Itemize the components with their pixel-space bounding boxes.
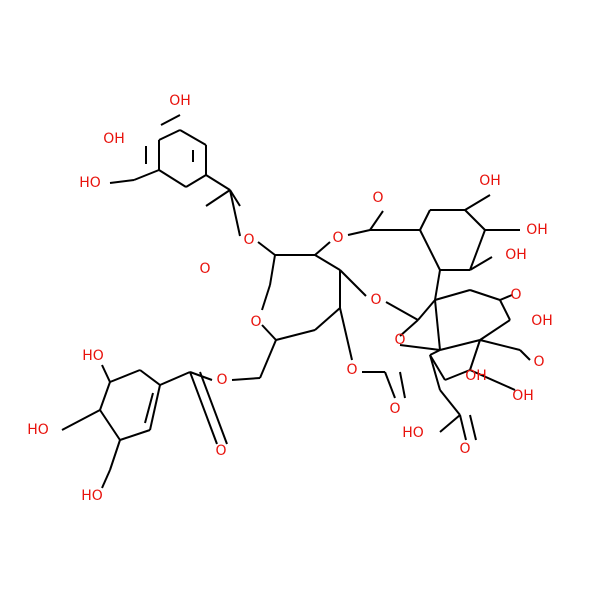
bond-line	[314, 241, 331, 256]
bond-line	[469, 339, 481, 371]
atom-label: O	[215, 443, 226, 459]
bond-line	[205, 189, 231, 207]
bond-line	[384, 371, 396, 399]
bond-line	[139, 369, 161, 386]
bond-line	[314, 307, 341, 331]
bond-line	[399, 319, 419, 337]
bond-line	[160, 114, 181, 126]
bond-line	[339, 307, 353, 361]
atom-label: O	[199, 261, 210, 277]
bond-line	[459, 414, 467, 441]
atom-label: HO	[27, 422, 49, 438]
atom-label: O	[250, 314, 261, 330]
bond-line	[399, 371, 406, 399]
bond-line	[469, 369, 516, 391]
bond-line	[199, 371, 228, 445]
bond-line	[261, 324, 277, 341]
atom-label: O	[332, 230, 343, 246]
bond-line	[429, 354, 441, 391]
bond-line	[385, 301, 419, 321]
atom-label: O	[346, 362, 357, 378]
bond-line	[369, 210, 384, 231]
bond-line	[257, 241, 276, 256]
bond-line	[259, 339, 277, 379]
bond-line	[185, 174, 207, 188]
atom-label: OH	[505, 247, 527, 263]
bond-line	[434, 269, 441, 301]
bond-line	[469, 256, 493, 271]
bond-line	[133, 169, 160, 181]
atom-label: OH	[512, 388, 534, 404]
bond-line	[158, 129, 181, 141]
bond-line	[61, 409, 101, 431]
bond-line	[205, 174, 231, 191]
bond-line	[159, 371, 191, 386]
bond-line	[101, 469, 111, 489]
atom-label: O	[243, 232, 254, 248]
bond-line	[499, 299, 511, 321]
bond-line	[519, 349, 531, 361]
atom-label: HO	[82, 348, 104, 364]
bond-line	[109, 369, 141, 383]
atom-label: O	[459, 441, 470, 457]
bond-line	[439, 414, 461, 433]
atom-label: O	[394, 332, 405, 348]
bond-line	[439, 389, 461, 416]
bond-line	[464, 194, 491, 211]
bond-line	[144, 392, 154, 424]
bond-line	[479, 339, 521, 351]
atom-label: O	[370, 292, 381, 308]
bond-line	[99, 381, 111, 411]
bond-line	[499, 294, 513, 301]
atom-label: O	[216, 372, 227, 388]
bond-line	[444, 369, 471, 381]
atom-label: HO	[402, 425, 424, 441]
bond-line	[464, 209, 486, 231]
bond-line	[469, 414, 477, 441]
bond-line	[229, 189, 241, 237]
bond-line	[189, 371, 218, 445]
atom-label: OH	[479, 173, 501, 189]
bond-line	[275, 329, 316, 341]
bond-line	[269, 254, 276, 286]
bond-line	[419, 209, 431, 231]
atom-label: OH	[526, 222, 548, 238]
bond-line	[417, 299, 436, 321]
bond-line	[434, 299, 441, 351]
atom-label: OH	[103, 131, 125, 147]
bond-line	[419, 229, 441, 271]
atom-label: O	[389, 401, 400, 417]
atom-label: OH	[531, 313, 553, 329]
atom-label: O	[533, 354, 544, 370]
bond-line	[399, 344, 441, 351]
bond-line	[429, 354, 446, 381]
bond-line	[109, 179, 135, 184]
bond-line	[347, 229, 371, 236]
bond-line	[314, 254, 341, 271]
atom-label: OH	[465, 368, 487, 384]
bond-line	[439, 339, 481, 351]
bond-line	[179, 129, 207, 146]
bond-line	[434, 289, 471, 301]
bond-line	[261, 284, 271, 311]
bond-line	[231, 377, 261, 381]
bond-line	[429, 349, 441, 356]
bond-line	[158, 169, 187, 188]
bond-line	[119, 429, 151, 441]
bond-line	[109, 439, 121, 471]
atom-label: OH	[169, 93, 191, 109]
bond-line	[469, 289, 501, 301]
atom-label: O	[510, 287, 521, 303]
bond-line	[339, 269, 367, 297]
atom-label: HO	[79, 175, 101, 191]
bond-line	[101, 364, 111, 383]
bond-line	[479, 319, 511, 341]
bond-line	[469, 229, 486, 271]
bond-line	[229, 189, 241, 207]
bond-line	[99, 409, 121, 441]
atom-label: HO	[81, 488, 103, 504]
bond-line	[149, 384, 161, 431]
atom-label: O	[372, 190, 383, 206]
